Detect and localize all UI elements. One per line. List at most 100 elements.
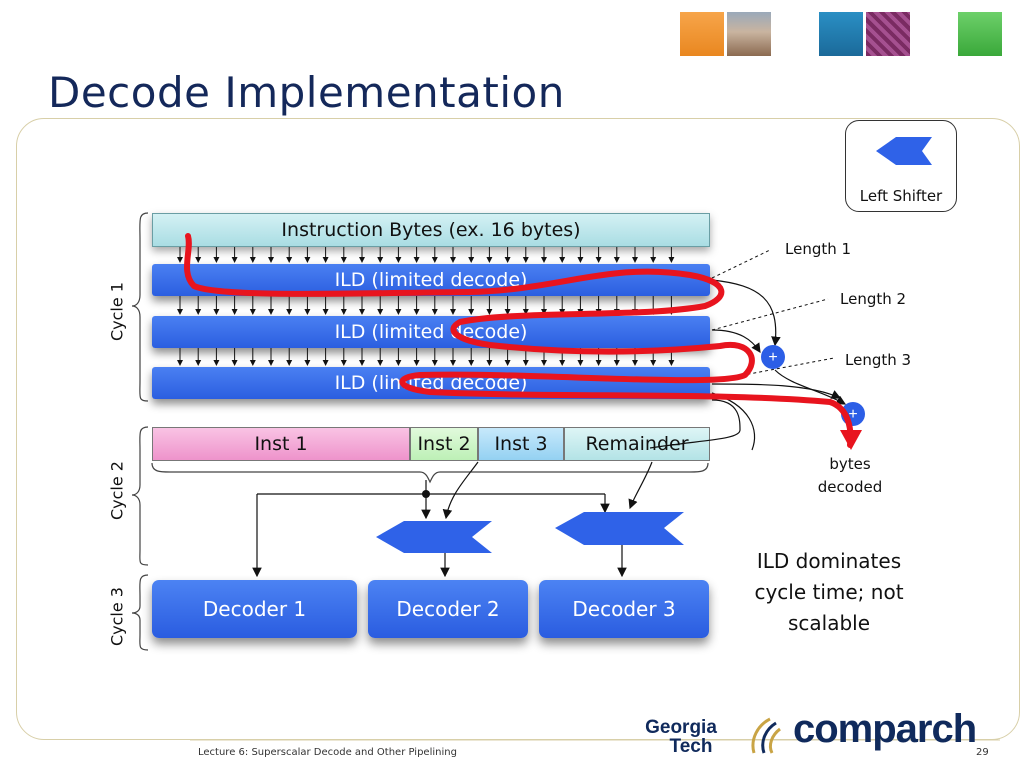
decoder-wires (252, 461, 653, 578)
byte-arrowhead (195, 309, 202, 315)
byte-arrowhead (468, 309, 475, 315)
byte-arrowhead (340, 360, 347, 366)
byte-arrowhead (286, 257, 293, 263)
byte-arrowhead (595, 360, 602, 366)
byte-arrowhead (522, 360, 529, 366)
byte-arrowhead (249, 360, 256, 366)
byte-arrowhead (413, 360, 420, 366)
logo-georgia: Georgia (645, 717, 717, 738)
byte-arrowhead (304, 360, 311, 366)
georgia-tech-logo: Georgia Tech (633, 718, 729, 756)
byte-arrowhead (468, 360, 475, 366)
length-3-label: Length 3 (845, 351, 912, 369)
byte-arrowhead (213, 309, 220, 315)
red-arrowhead-icon (840, 430, 862, 450)
byte-arrowhead (504, 360, 511, 366)
adder-wires (649, 279, 847, 451)
byte-arrowhead (613, 257, 620, 263)
byte-arrowhead (504, 257, 511, 263)
byte-arrowhead (613, 360, 620, 366)
segment-inst-3: Inst 3 (478, 427, 564, 461)
cycle-braces (131, 212, 709, 651)
byte-arrowhead (413, 257, 420, 263)
byte-arrowhead (359, 309, 365, 315)
byte-arrowhead (668, 257, 675, 263)
byte-arrowhead (322, 309, 329, 315)
adder-2-plus: + (848, 406, 857, 423)
note-line-3: scalable (787, 611, 871, 635)
byte-arrowhead (377, 257, 384, 263)
byte-arrowhead (541, 360, 547, 366)
ild-note: ILD dominates cycle time; not scalable (738, 546, 920, 639)
left-shifter-1-icon (376, 521, 492, 553)
adder-1-plus: + (768, 349, 777, 366)
byte-arrowhead (286, 360, 293, 366)
photo-campus-thumbnail (727, 12, 771, 56)
byte-arrowhead (486, 360, 493, 366)
byte-arrowhead (268, 309, 274, 315)
segment-inst-1: Inst 1 (152, 427, 410, 461)
byte-arrowhead (668, 360, 675, 366)
byte-arrowhead (431, 309, 438, 315)
length-1-label: Length 1 (785, 240, 852, 258)
byte-arrowhead (213, 360, 220, 366)
byte-arrowhead (249, 257, 256, 263)
byte-arrowhead (304, 309, 311, 315)
byte-arrowhead (522, 257, 529, 263)
byte-arrowhead (431, 360, 438, 366)
length-2-label: Length 2 (840, 290, 907, 308)
bytes-decoded-label: bytes decoded (810, 453, 890, 499)
byte-arrowhead (522, 309, 529, 315)
byte-arrowhead (577, 360, 584, 366)
byte-arrowhead (395, 257, 402, 263)
byte-arrowhead (377, 360, 384, 366)
byte-arrows-row-3 (177, 348, 675, 366)
byte-arrowhead (650, 257, 657, 263)
ild-row-2: ILD (limited decode) (152, 316, 710, 348)
byte-arrowhead (468, 257, 475, 263)
legend-label: Left Shifter (859, 187, 943, 205)
byte-arrowhead (340, 257, 347, 263)
legend-box: Left Shifter (845, 120, 957, 212)
byte-arrowhead (450, 360, 456, 366)
left-shifter-icon (876, 137, 932, 165)
byte-arrowhead (286, 309, 293, 315)
note-line-2: cycle time; not (754, 580, 904, 604)
green-square (958, 12, 1002, 56)
byte-arrows-row-1 (177, 247, 675, 263)
byte-arrowhead (559, 257, 566, 263)
photo-chip-thumbnail (866, 12, 910, 56)
byte-arrowhead (177, 360, 183, 366)
byte-arrowhead (486, 309, 493, 315)
decoder-3: Decoder 3 (539, 580, 709, 638)
byte-arrowhead (359, 360, 365, 366)
logo-tech: Tech (669, 736, 713, 757)
byte-arrowhead (231, 360, 238, 366)
byte-arrowhead (177, 257, 183, 263)
byte-arrowhead (486, 257, 493, 263)
swirl-logo-icon (751, 717, 781, 754)
byte-arrowhead (195, 257, 202, 263)
adder-1 (761, 345, 785, 369)
decoder-2: Decoder 2 (368, 580, 528, 638)
byte-arrowhead (632, 360, 638, 366)
bytes-decoded-line-1: bytes (829, 455, 871, 473)
slide-title: Decode Implementation (48, 68, 565, 117)
byte-arrowhead (322, 360, 329, 366)
byte-arrowhead (559, 360, 566, 366)
byte-arrowhead (541, 257, 547, 263)
byte-arrowhead (632, 257, 638, 263)
byte-arrowhead (322, 257, 329, 263)
instruction-bytes-bar: Instruction Bytes (ex. 16 bytes) (152, 213, 710, 247)
byte-arrowhead (195, 360, 202, 366)
byte-arrowhead (413, 309, 420, 315)
teal-square (819, 12, 863, 56)
byte-arrowhead (450, 257, 456, 263)
note-line-1: ILD dominates (756, 549, 902, 573)
byte-arrowhead (431, 257, 438, 263)
bytes-decoded-line-2: decoded (817, 478, 883, 496)
byte-arrowhead (177, 309, 183, 315)
byte-arrowhead (577, 257, 584, 263)
byte-arrowhead (340, 309, 347, 315)
byte-arrowhead (213, 257, 220, 263)
